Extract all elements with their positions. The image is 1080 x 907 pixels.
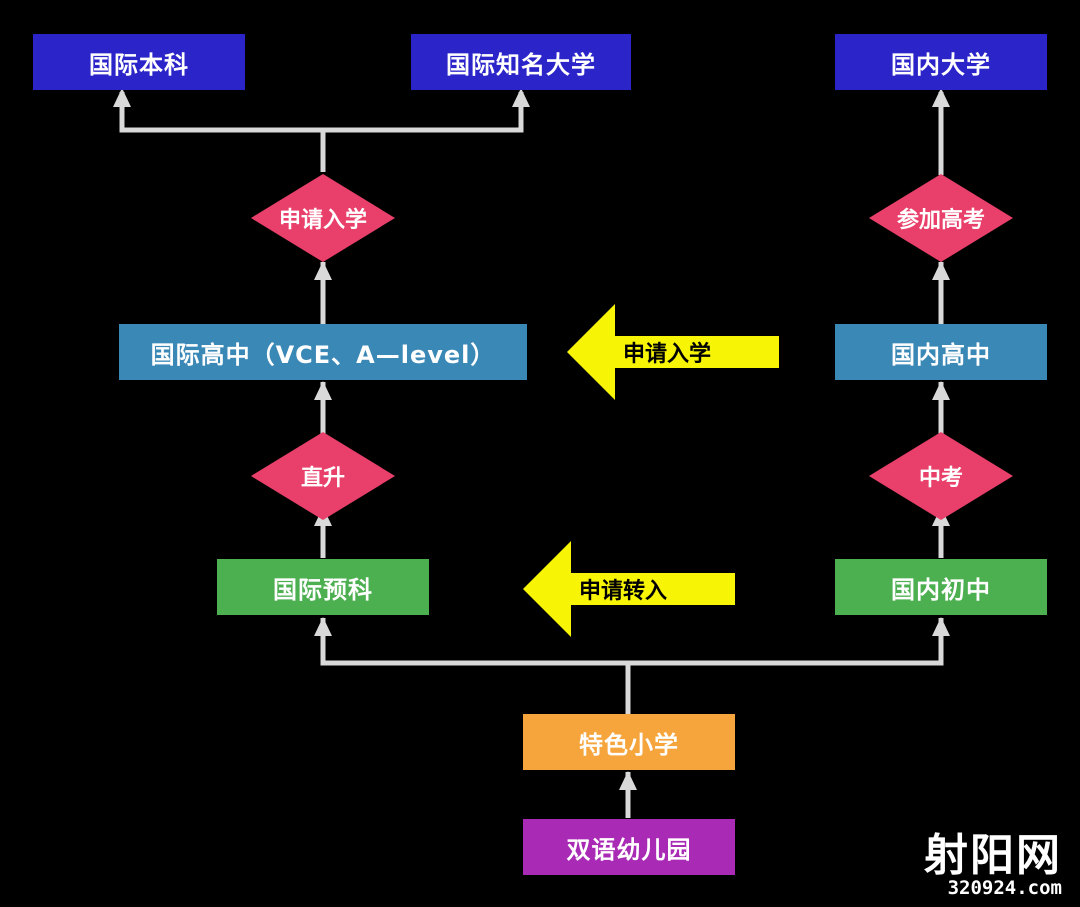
watermark-logo-text: 射阳网: [924, 830, 1062, 881]
node-domestic-middle-school-label: 国内初中: [891, 575, 991, 604]
site-watermark: 射阳网 320924.com: [912, 819, 1062, 899]
diamond-shape: [251, 174, 395, 262]
arrowhead-intl-famous: [512, 88, 530, 107]
node-domestic-high-school-label: 国内高中: [891, 340, 991, 369]
arrowhead-primary: [619, 771, 637, 790]
node-domestic-high-school: 国内高中: [835, 324, 1047, 380]
decision-apply-admission: 申请入学: [251, 174, 395, 262]
decision-gaokao: 参加高考: [869, 174, 1013, 262]
node-intl-famous-univ-label: 国际知名大学: [446, 50, 596, 79]
decision-direct-promotion-label: 直升: [300, 466, 345, 491]
arrowhead-domestic-univ: [932, 88, 950, 107]
node-feature-primary: 特色小学: [523, 714, 735, 770]
decision-direct-promotion: 直升: [251, 432, 395, 520]
connector-branch-top-left: [119, 92, 326, 172]
arrowhead-domestic-hs: [932, 381, 950, 400]
decision-gaokao-label: 参加高考: [896, 208, 985, 233]
transfer-apply-transfer-label: 申请转入: [579, 579, 668, 604]
arrowhead-apply-diamond: [314, 261, 332, 280]
node-intl-bachelor-label: 国际本科: [89, 50, 189, 79]
diamond-shape: [869, 432, 1013, 520]
node-bilingual-kindergarten-label: 双语幼儿园: [566, 835, 692, 864]
arrowhead-domestic-ms: [932, 617, 950, 636]
decision-zhongkao: 中考: [869, 432, 1013, 520]
node-domestic-univ-label: 国内大学: [891, 50, 991, 79]
connector-primary-branch: [320, 618, 631, 714]
node-intl-high-school: 国际高中（VCE、A—level）: [119, 324, 527, 380]
arrowhead-gaokao-diamond: [932, 261, 950, 280]
arrowhead-intl-hs: [314, 381, 332, 400]
transfer-apply-transfer-arrow: 申请转入: [523, 541, 735, 637]
connector-branch-top-right: [323, 92, 524, 133]
node-domestic-middle-school: 国内初中: [835, 559, 1047, 615]
watermark-site-url: 320924.com: [947, 877, 1062, 899]
diamond-shape: [869, 174, 1013, 262]
node-intl-prep: 国际预科: [217, 559, 429, 615]
transfer-apply-admission-label: 申请入学: [623, 342, 712, 367]
node-intl-high-school-label: 国际高中（VCE、A—level）: [150, 340, 496, 369]
node-bilingual-kindergarten: 双语幼儿园: [523, 819, 735, 875]
arrowhead-intl-prep: [314, 617, 332, 636]
left-arrow-shape: [523, 541, 735, 637]
node-intl-bachelor: 国际本科: [33, 34, 245, 90]
node-domestic-univ: 国内大学: [835, 34, 1047, 90]
arrowhead-intl-bachelor: [113, 88, 131, 107]
left-arrow-shape: [567, 304, 779, 400]
transfer-apply-admission-arrow: 申请入学: [567, 304, 779, 400]
node-intl-prep-label: 国际预科: [273, 575, 373, 604]
decision-zhongkao-label: 中考: [918, 466, 963, 491]
decision-apply-admission-label: 申请入学: [278, 208, 367, 233]
node-feature-primary-label: 特色小学: [579, 730, 679, 759]
node-intl-famous-univ: 国际知名大学: [411, 34, 631, 90]
diamond-shape: [251, 432, 395, 520]
